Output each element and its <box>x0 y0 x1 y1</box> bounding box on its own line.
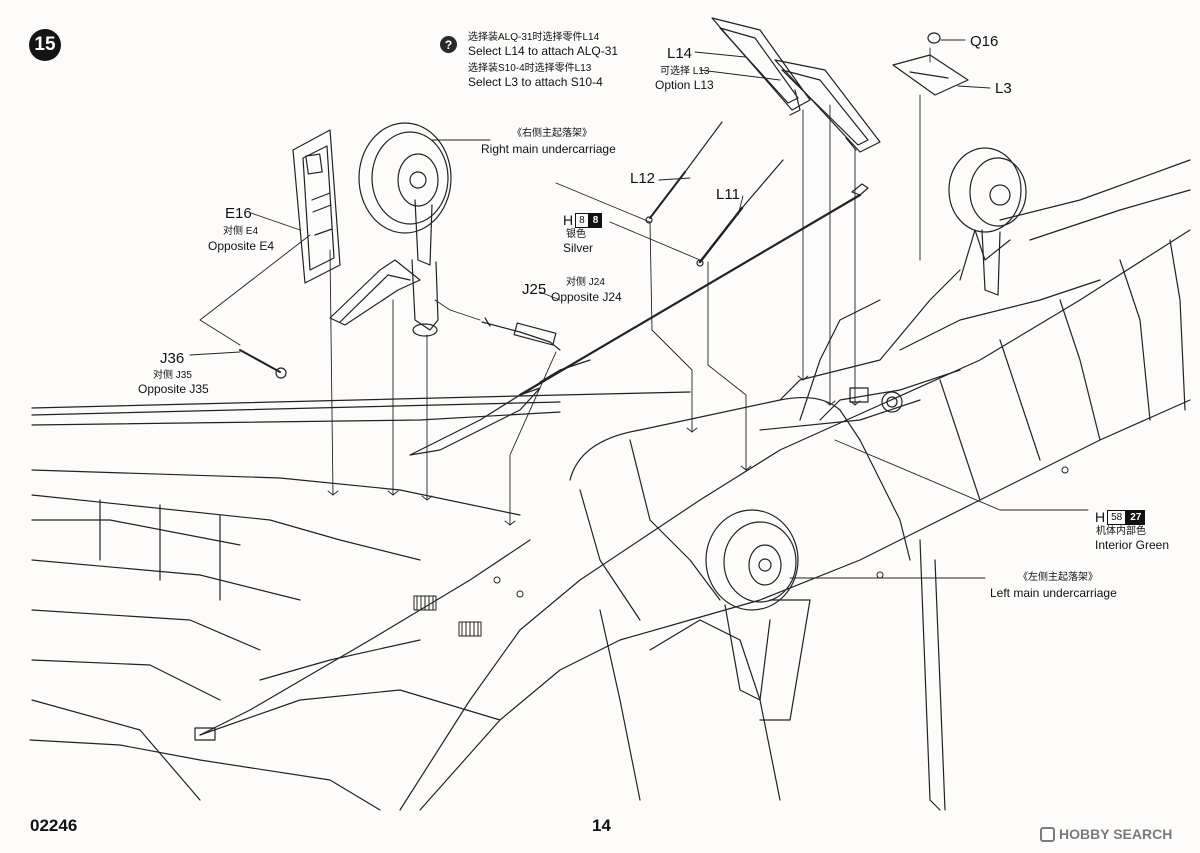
paint-interior-green-en: Interior Green <box>1095 538 1170 552</box>
note-line1-cn: 选择装ALQ-31时选择零件L14 <box>468 32 600 43</box>
part-l14: L14 <box>667 45 693 62</box>
part-j24-en: Opposite J24 <box>551 290 622 304</box>
step-number: 15 <box>29 29 61 61</box>
paint-code-secondary: 8 <box>588 212 603 228</box>
paint-prefix: H <box>563 212 574 228</box>
wheel-well <box>759 229 1011 431</box>
panel-l3 <box>892 32 969 96</box>
part-l12: L12 <box>630 170 656 187</box>
note-line2-cn: 选择装S10-4时选择零件L13 <box>468 63 592 74</box>
part-q16: Q16 <box>970 33 999 50</box>
part-e16: E16 <box>225 205 252 222</box>
part-l13-cn: 可选择 L13 <box>660 66 710 77</box>
product-code: 02246 <box>30 816 78 835</box>
probe-rod <box>194 183 869 741</box>
paint-silver-cn: 银色 <box>566 229 586 240</box>
watermark: HOBBY SEARCH <box>1040 826 1172 842</box>
door-e16 <box>292 129 341 284</box>
question-icon: ? <box>440 36 457 53</box>
part-j24-cn: 对侧 J24 <box>566 277 605 288</box>
paint-prefix: H <box>1095 509 1106 525</box>
paint-code-secondary: 27 <box>1126 509 1146 525</box>
actuators <box>645 121 784 267</box>
right-undercarriage-cn: 《右侧主起落架》 <box>512 128 592 139</box>
paint-code-primary: 58 <box>1107 509 1127 525</box>
leader-lines <box>189 39 1089 579</box>
part-j25: J25 <box>522 281 547 298</box>
part-l11: L11 <box>716 186 740 203</box>
paint-silver-en: Silver <box>563 241 594 255</box>
paint-interior-green-code: H 58 27 <box>1095 509 1146 525</box>
part-e4-en: Opposite E4 <box>208 239 275 253</box>
left-undercarriage <box>705 509 811 721</box>
rod-j36 <box>239 349 287 379</box>
part-l13-en: Option L13 <box>655 78 714 92</box>
part-e4-cn: 对侧 E4 <box>223 226 259 237</box>
strut-j25 <box>481 317 561 351</box>
paint-silver-code: H 8 8 <box>563 212 603 228</box>
left-undercarriage-label: Left main undercarriage <box>990 586 1117 600</box>
hobbysearch-logo-icon <box>1040 826 1055 842</box>
left-wing <box>29 391 691 811</box>
right-undercarriage <box>329 122 452 337</box>
part-j36: J36 <box>160 350 185 367</box>
left-undercarriage-cn: 《左侧主起落架》 <box>1018 572 1098 583</box>
pod-door <box>711 17 881 153</box>
paint-code-primary: 8 <box>575 212 589 228</box>
watermark-text: HOBBY SEARCH <box>1059 826 1173 842</box>
right-undercarriage-label: Right main undercarriage <box>481 142 616 156</box>
fuselage <box>399 159 1191 811</box>
note-line1-en: Select L14 to attach ALQ-31 <box>468 44 619 58</box>
part-j35-en: Opposite J35 <box>138 382 209 396</box>
part-j35-cn: 对侧 J35 <box>153 370 192 381</box>
note-line2-en: Select L3 to attach S10-4 <box>468 75 603 89</box>
upper-wheel <box>948 147 1027 296</box>
page-number: 14 <box>592 816 611 835</box>
part-l3: L3 <box>995 80 1012 97</box>
paint-interior-green-cn: 机体内部色 <box>1096 526 1146 537</box>
